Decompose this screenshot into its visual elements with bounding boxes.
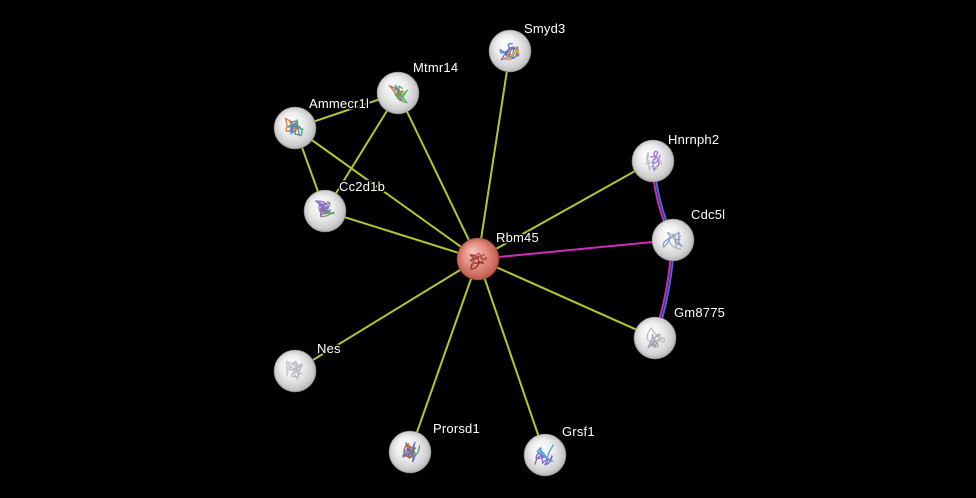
protein-structure-thumbnail (285, 360, 304, 382)
node-Smyd3[interactable] (488, 29, 532, 73)
protein-structure-thumbnail (284, 117, 304, 137)
structure-ribbon (536, 444, 555, 462)
protein-structure-thumbnail (499, 42, 520, 61)
node-Hnrnph2[interactable] (631, 139, 675, 183)
edge-Rbm45-Cc2d1b-textmining[interactable] (324, 210, 479, 260)
structure-ribbon (402, 443, 415, 459)
protein-structure-thumbnail (387, 84, 409, 104)
node-label-Gm8775: Gm8775 (674, 305, 725, 320)
node-sphere (651, 218, 695, 262)
structure-ribbon (662, 231, 683, 249)
protein-structure-thumbnail (645, 150, 663, 172)
protein-structure-thumbnail (402, 441, 421, 463)
protein-structure-thumbnail (469, 252, 488, 270)
node-Rbm45[interactable] (456, 237, 500, 281)
node-Cc2d1b[interactable] (303, 189, 347, 233)
edge-Rbm45-Nes-textmining[interactable] (294, 258, 479, 372)
node-Ammecr1l[interactable] (273, 106, 317, 150)
protein-structure-thumbnail (314, 200, 335, 218)
edge-Rbm45-Ammecr1l-textmining[interactable] (294, 127, 479, 260)
edge-Rbm45-Prorsd1-textmining[interactable] (409, 258, 479, 453)
protein-structure-thumbnail (646, 326, 666, 349)
node-label-Smyd3: Smyd3 (524, 21, 565, 36)
structure-ribbon (471, 252, 488, 267)
node-label-Cdc5l: Cdc5l (691, 207, 725, 222)
node-label-Grsf1: Grsf1 (562, 424, 595, 439)
nodes-layer (273, 29, 695, 477)
node-Nes[interactable] (273, 349, 317, 393)
structure-ribbon (289, 360, 304, 378)
node-label-Prorsd1: Prorsd1 (433, 421, 480, 436)
structure-ribbon (503, 46, 520, 61)
structure-ribbon (534, 452, 553, 466)
node-label-Mtmr14: Mtmr14 (413, 60, 458, 75)
node-sphere (273, 349, 317, 393)
structure-ribbon (290, 120, 301, 137)
edge-Rbm45-Hnrnph2-textmining[interactable] (477, 160, 654, 260)
protein-structure-thumbnail (534, 444, 555, 466)
structure-ribbon (314, 200, 329, 214)
edge-Rbm45-Grsf1-textmining[interactable] (477, 258, 546, 456)
structure-ribbon (499, 42, 519, 59)
node-label-Ammecr1l: Ammecr1l (309, 96, 369, 111)
node-label-Cc2d1b: Cc2d1b (339, 179, 385, 194)
node-label-Hnrnph2: Hnrnph2 (668, 132, 719, 147)
edge-Rbm45-Gm8775-textmining[interactable] (477, 258, 656, 339)
structure-ribbon (402, 441, 416, 463)
structure-ribbon (647, 333, 661, 349)
edge-Rbm45-Mtmr14-textmining[interactable] (397, 92, 479, 260)
edge-Rbm45-Smyd3-textmining[interactable] (477, 50, 511, 260)
protein-structure-thumbnail (662, 231, 683, 250)
node-label-Rbm45: Rbm45 (496, 230, 539, 245)
node-Mtmr14[interactable] (376, 71, 420, 115)
structure-ribbon (394, 86, 409, 104)
structure-ribbon (668, 233, 682, 250)
node-Grsf1[interactable] (523, 433, 567, 477)
structure-ribbon (645, 152, 663, 171)
node-Prorsd1[interactable] (388, 430, 432, 474)
node-Cdc5l[interactable] (651, 218, 695, 262)
edge-Rbm45-Cdc5l-experimental[interactable] (477, 239, 674, 260)
structure-ribbon (646, 326, 666, 347)
node-label-Nes: Nes (317, 341, 341, 356)
node-Gm8775[interactable] (633, 316, 677, 360)
